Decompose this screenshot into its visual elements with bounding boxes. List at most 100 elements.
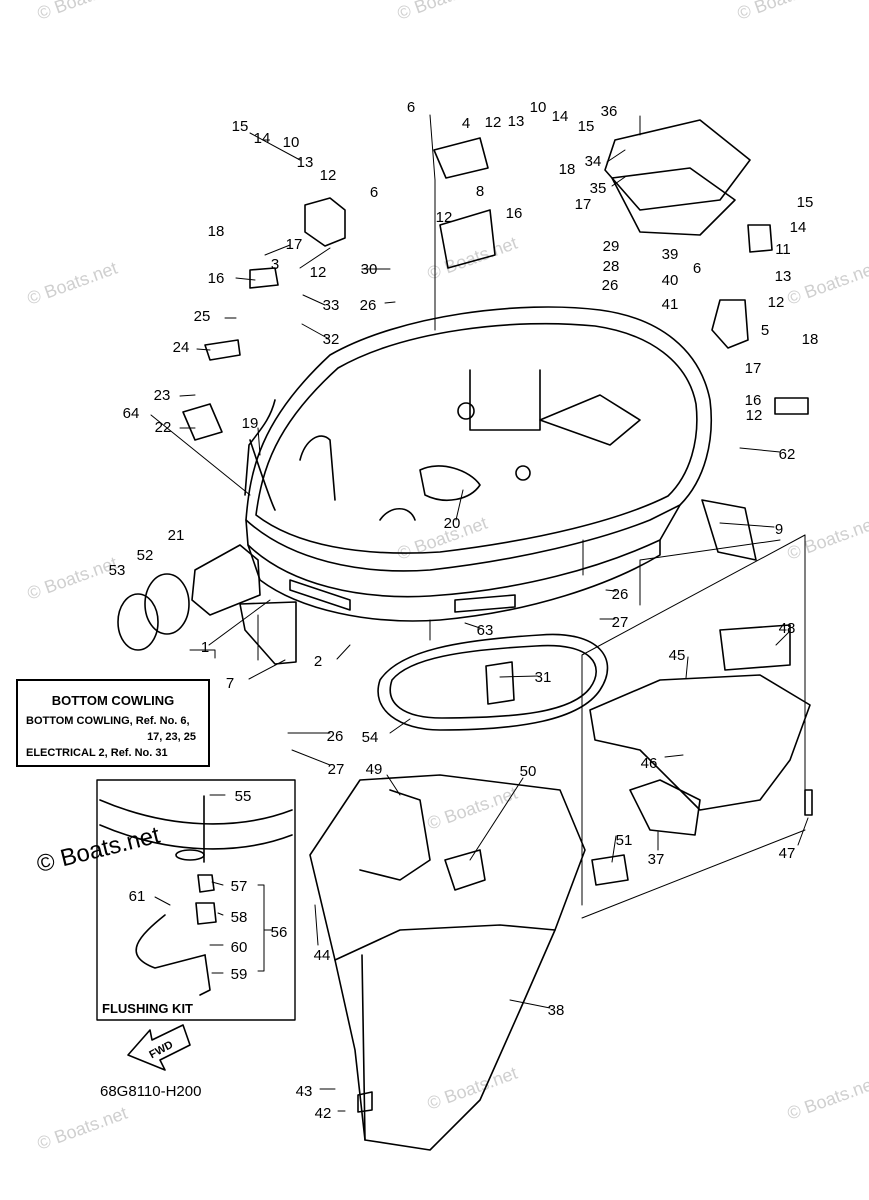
callout-12: 12 (485, 114, 502, 131)
callout-51: 51 (616, 832, 633, 849)
callout-3: 3 (271, 256, 279, 273)
watermark: © Boats.net (395, 0, 490, 24)
callout-15: 15 (578, 118, 595, 135)
legend-title: BOTTOM COWLING (51, 693, 175, 708)
callout-33: 33 (323, 297, 340, 314)
callout-6: 6 (370, 184, 378, 201)
callout-38: 38 (548, 1002, 565, 1019)
callout-64: 64 (123, 405, 140, 422)
callout-17: 17 (575, 196, 592, 213)
callout-29: 29 (603, 238, 620, 255)
callout-13: 13 (508, 113, 525, 130)
fwd-arrow-icon (127, 1024, 191, 1071)
watermark: © Boats.net (25, 258, 120, 309)
callout-26: 26 (360, 297, 377, 314)
callout-26: 26 (327, 728, 344, 745)
watermark: © Boats.net (785, 513, 869, 564)
callout-37: 37 (648, 851, 665, 868)
callout-1: 1 (201, 639, 209, 656)
callout-61: 61 (129, 888, 146, 905)
watermark: © Boats.net (735, 0, 830, 24)
callout-54: 54 (362, 729, 379, 746)
callout-12: 12 (436, 209, 453, 226)
callout-57: 57 (231, 878, 248, 895)
callout-12: 12 (320, 167, 337, 184)
callout-60: 60 (231, 939, 248, 956)
bottom-cowling-drawing (244, 306, 713, 622)
legend-line-3: ELECTRICAL 2, Ref. No. 31 (26, 747, 168, 759)
callout-36: 36 (601, 103, 618, 120)
callout-46: 46 (641, 755, 658, 772)
watermark: © Boats.net (785, 1073, 869, 1124)
callout-23: 23 (154, 387, 171, 404)
callout-24: 24 (173, 339, 190, 356)
callout-5: 5 (761, 322, 769, 339)
callout-56: 56 (271, 924, 288, 941)
callout-27: 27 (328, 761, 345, 778)
callout-59: 59 (231, 966, 248, 983)
callout-12: 12 (746, 407, 763, 424)
connector-drawing (117, 544, 261, 651)
callout-12: 12 (768, 294, 785, 311)
watermark: © Boats.net (425, 233, 520, 284)
callout-44: 44 (314, 947, 331, 964)
leader-lines (150, 114, 809, 1112)
callout-63: 63 (477, 622, 494, 639)
watermark: © Boats.net (425, 783, 520, 834)
callout-2: 2 (314, 653, 322, 670)
callout-18: 18 (208, 223, 225, 240)
callout-14: 14 (552, 108, 569, 125)
callout-50: 50 (520, 763, 537, 780)
callout-13: 13 (775, 268, 792, 285)
callout-32: 32 (323, 331, 340, 348)
callout-16: 16 (208, 270, 225, 287)
seal-gasket-drawing (377, 633, 609, 731)
watermark: © Boats.net (25, 553, 120, 604)
callout-8: 8 (476, 183, 484, 200)
callout-12: 12 (310, 264, 327, 281)
callout-42: 42 (315, 1105, 332, 1122)
callout-55: 55 (235, 788, 252, 805)
callout-7: 7 (226, 675, 234, 692)
watermark: © Boats.net (395, 513, 490, 564)
callout-6: 6 (407, 99, 415, 116)
flushing-kit-drawing (99, 795, 293, 996)
callout-14: 14 (790, 219, 807, 236)
mount-frame-drawing (589, 624, 813, 886)
callout-10: 10 (530, 99, 547, 116)
callout-30: 30 (361, 261, 378, 278)
callout-11: 11 (775, 241, 791, 258)
lower-apron-drawing (309, 774, 586, 1151)
callout-39: 39 (662, 246, 679, 263)
callout-43: 43 (296, 1083, 313, 1100)
callout-4: 4 (462, 115, 470, 132)
callout-16: 16 (506, 205, 523, 222)
fwd-label: FWD (147, 1039, 175, 1061)
callout-26: 26 (612, 586, 629, 603)
callout-41: 41 (662, 296, 679, 313)
callout-18: 18 (802, 331, 819, 348)
callout-20: 20 (444, 515, 461, 532)
callout-17: 17 (286, 236, 303, 253)
callout-48: 48 (779, 620, 796, 637)
callout-14: 14 (254, 130, 271, 147)
callout-15: 15 (797, 194, 814, 211)
callout-40: 40 (662, 272, 679, 289)
watermark: © Boats.net (785, 258, 869, 309)
callout-6: 6 (693, 260, 701, 277)
watermark: © Boats.net (35, 0, 130, 24)
callout-31: 31 (535, 669, 552, 686)
callout-58: 58 (231, 909, 248, 926)
callout-16: 16 (745, 392, 762, 409)
callout-9: 9 (775, 521, 783, 538)
callout-52: 52 (137, 547, 154, 564)
callout-62: 62 (779, 446, 796, 463)
callout-17: 17 (745, 360, 762, 377)
callout-28: 28 (603, 258, 620, 275)
callout-15: 15 (232, 118, 249, 135)
watermark-layer: © Boats.net © Boats.net © Boats.net © Boats… (25, 0, 869, 1154)
flushing-kit-label: FLUSHING KIT (102, 1001, 193, 1016)
legend-box: BOTTOM COWLING BOTTOM COWLING, Ref. No. … (16, 679, 210, 767)
callout-49: 49 (366, 761, 383, 778)
